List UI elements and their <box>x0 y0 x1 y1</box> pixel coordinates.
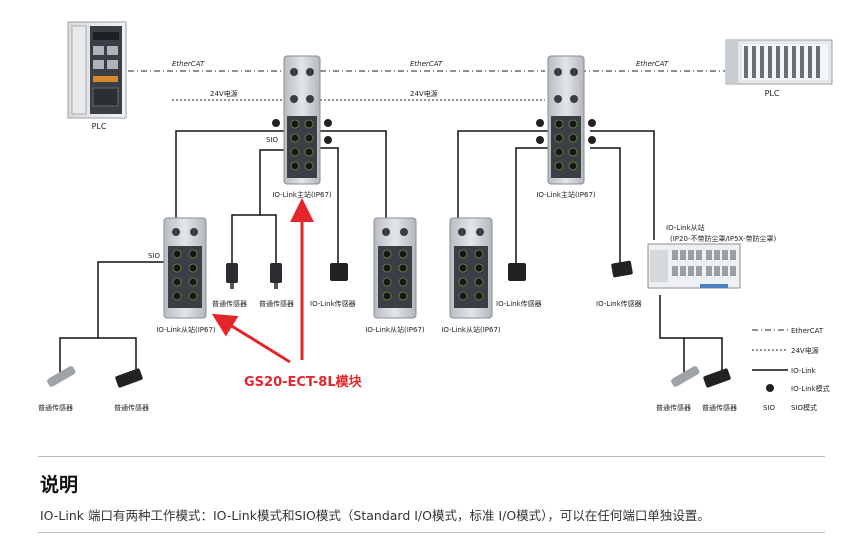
iolink-slave-ip20: IO-Link从站 (IP20-不带防尘罩/IP5X-带防尘罩) <box>647 223 777 289</box>
iolink-sensor-3: IO-Link传感器 <box>596 260 642 308</box>
iolink-slave-3: IO-Link从站(IP67) <box>441 217 501 334</box>
power-label-1: 24V电源 <box>210 89 238 98</box>
plc-right-label: PLC <box>765 89 780 98</box>
sensor-std-label-6: 普通传感器 <box>702 403 737 412</box>
ethercat-label-2: EtherCAT <box>410 60 443 68</box>
standard-sensors-ip20: 普通传感器 普通传感器 <box>656 366 737 412</box>
divider-bottom <box>38 532 825 533</box>
sensor-std-label-4: 普通传感器 <box>114 403 149 412</box>
legend-sio-symbol: SIO <box>763 404 776 412</box>
iolink-master-2: IO-Link主站(IP67) <box>536 55 596 199</box>
power-label-2: 24V电源 <box>410 89 438 98</box>
iolink-slave-2: IO-Link从站(IP67) <box>365 217 425 334</box>
sensor-iol-label-2: IO-Link传感器 <box>496 299 542 308</box>
sensor-iol-label-3: IO-Link传感器 <box>596 299 642 308</box>
divider-top <box>38 456 825 457</box>
sensor-std-label-3: 普通传感器 <box>38 403 73 412</box>
section-description: IO-Link 端口有两种工作模式：IO-Link模式和SIO模式（Standa… <box>40 508 710 523</box>
section-title: 说明 <box>40 474 79 496</box>
sio-label-master: SIO <box>266 136 279 144</box>
system-topology-diagram: PLC PLC EtherCAT EtherCAT EtherCAT 24V电源… <box>38 21 833 412</box>
master-1-label: IO-Link主站(IP67) <box>272 190 332 199</box>
plc-left: PLC <box>67 21 127 131</box>
legend-power: 24V电源 <box>791 346 819 355</box>
ethercat-label-1: EtherCAT <box>172 60 205 68</box>
sensor-std-label-2: 普通传感器 <box>259 299 294 308</box>
iolink-sensor-1: IO-Link传感器 <box>310 263 356 308</box>
slave-ip20-label-line1: IO-Link从站 <box>666 223 705 232</box>
iolink-mode-icon <box>766 384 774 392</box>
iolink-slave-1: SIO IO-Link从站(IP67) <box>148 217 216 334</box>
ethercat-label-3: EtherCAT <box>636 60 669 68</box>
slave-1-label: IO-Link从站(IP67) <box>156 325 216 334</box>
iolink-mode-icons-master-2 <box>536 119 596 144</box>
iolink-master-1: SIO IO-Link主站(IP67) <box>266 55 332 199</box>
legend-sio-mode: SIO模式 <box>791 403 817 412</box>
sensor-std-label-5: 普通传感器 <box>656 403 691 412</box>
slave-3-label: IO-Link从站(IP67) <box>441 325 501 334</box>
iolink-cables <box>59 130 723 372</box>
legend-ethercat: EtherCAT <box>791 327 824 335</box>
master-2-label: IO-Link主站(IP67) <box>536 190 596 199</box>
legend: EtherCAT 24V电源 IO-Link IO-Link模式 SIO SIO… <box>752 327 830 412</box>
callout-arrows <box>211 198 314 364</box>
standard-sensors-master-1: 普通传感器 普通传感器 <box>212 263 294 308</box>
plc-right: PLC <box>725 39 833 98</box>
plc-left-label: PLC <box>92 122 107 131</box>
slave-2-label: IO-Link从站(IP67) <box>365 325 425 334</box>
legend-iolink-mode: IO-Link模式 <box>791 384 830 393</box>
iolink-sensor-2: IO-Link传感器 <box>496 263 542 308</box>
sensor-std-label-1: 普通传感器 <box>212 299 247 308</box>
sensor-iol-label-1: IO-Link传感器 <box>310 299 356 308</box>
callout-label: GS20-ECT-8L模块 <box>244 374 363 390</box>
slave-ip20-label-line2: (IP20-不带防尘罩/IP5X-带防尘罩) <box>670 234 777 243</box>
legend-iolink: IO-Link <box>791 367 817 375</box>
standard-sensors-slave-1: 普通传感器 普通传感器 <box>38 366 149 412</box>
sio-label-slave: SIO <box>148 252 161 260</box>
iolink-mode-icons-master-1 <box>272 119 332 144</box>
